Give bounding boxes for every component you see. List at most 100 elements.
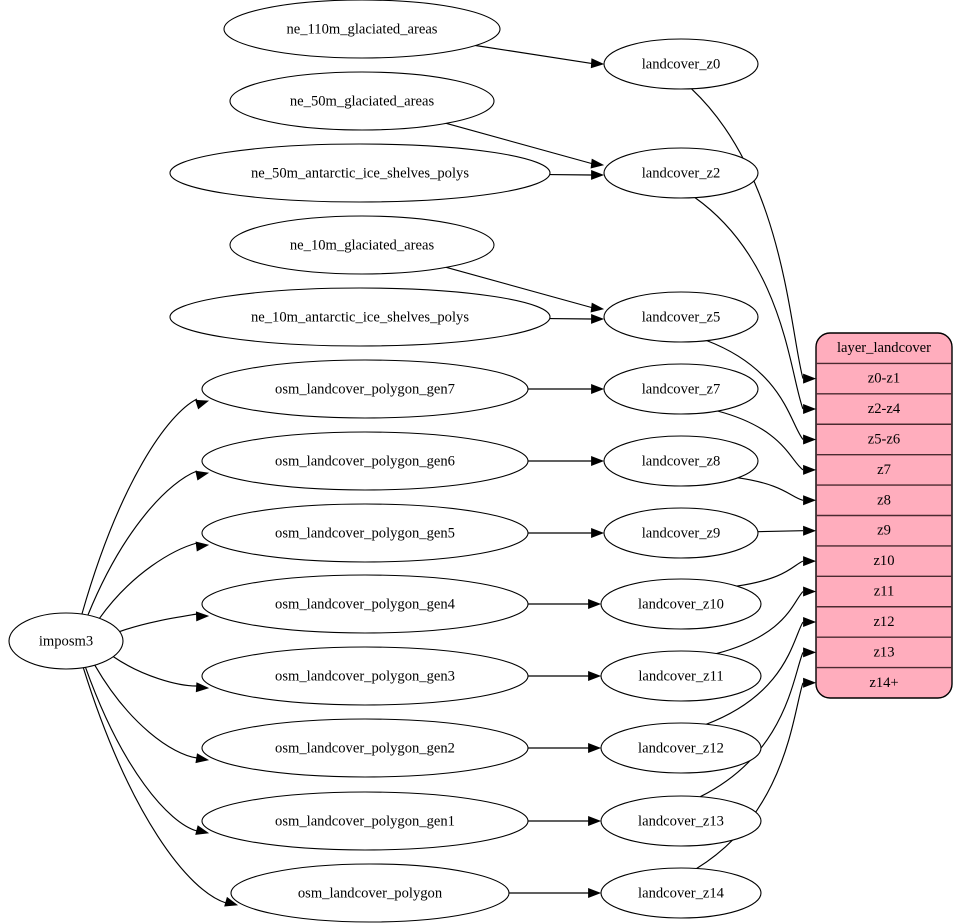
row-label: z11 (874, 584, 895, 600)
node-landcover_z14[interactable]: landcover_z14 (600, 867, 762, 919)
node-landcover_z0[interactable]: landcover_z0 (603, 38, 759, 90)
arrowhead-edge-ne50mglac-to-z2 (590, 158, 605, 169)
edge-landcover_z5-to-row-z5-z6 (706, 340, 804, 440)
row-label: z14+ (869, 675, 898, 691)
node-shape (600, 578, 762, 630)
layer-table-row[interactable]: z9 (816, 516, 952, 546)
node-label: osm_landcover_polygon_gen3 (275, 669, 455, 685)
node-label: ne_10m_antarctic_ice_shelves_polys (251, 310, 469, 326)
node-landcover_z2[interactable]: landcover_z2 (603, 147, 759, 199)
node-osm_landcover_polygon_gen1[interactable]: osm_landcover_polygon_gen1 (201, 791, 529, 851)
node-ne_110m_glaciated_areas[interactable]: ne_110m_glaciated_areas (223, 0, 501, 59)
arrowhead-landcover_z8-row (803, 495, 817, 506)
node-landcover_z7[interactable]: landcover_z7 (603, 363, 759, 415)
arrowhead-edge-osm_landcover_polygon_gen4-to-landcover_z10 (588, 599, 602, 609)
edge-landcover_z2-to-row-z2-z4 (694, 197, 804, 410)
node-label: osm_landcover_polygon_gen1 (275, 814, 455, 830)
node-label: ne_50m_antarctic_ice_shelves_polys (251, 166, 469, 182)
layer-table-row[interactable]: z7 (816, 455, 952, 485)
layer-table-row[interactable]: z12 (816, 607, 952, 637)
node-shape (201, 791, 529, 851)
arrowhead-osm_landcover_polygon (224, 896, 239, 907)
arrowhead-osm_landcover_polygon_gen3 (195, 682, 210, 693)
node-shape (600, 795, 762, 847)
row-label: z9 (877, 523, 891, 539)
arrowhead-osm_landcover_polygon_gen6 (195, 470, 210, 481)
arrowhead-osm_landcover_polygon_gen4 (195, 611, 210, 622)
node-landcover_z12[interactable]: landcover_z12 (600, 722, 762, 774)
edge-landcover_z9-to-row-z9 (757, 530, 804, 533)
layer-table-row[interactable]: z5-z6 (816, 424, 952, 454)
edge-ne110m-to-z0 (475, 44, 592, 64)
node-landcover_z13[interactable]: landcover_z13 (600, 795, 762, 847)
layer-table-row[interactable]: z8 (816, 485, 952, 515)
node-label: osm_landcover_polygon (298, 886, 443, 902)
arrowhead-edge-osm_landcover_polygon_gen2-to-landcover_z12 (588, 743, 602, 753)
arrowhead-edge-osm_landcover_polygon-to-landcover_z14 (588, 888, 602, 898)
layer-table-row[interactable]: z2-z4 (816, 394, 952, 424)
node-shape (603, 507, 759, 559)
node-landcover_z9[interactable]: landcover_z9 (603, 507, 759, 559)
arrowhead-edge-ne10mant-to-z5 (591, 313, 605, 324)
node-osm_landcover_polygon[interactable]: osm_landcover_polygon (230, 863, 510, 923)
edge-landcover_z8-to-row-z8 (738, 477, 804, 501)
node-label: osm_landcover_polygon_gen5 (275, 526, 455, 542)
node-landcover_z5[interactable]: landcover_z5 (603, 291, 759, 343)
row-label: z8 (877, 492, 891, 508)
node-shape (600, 867, 762, 919)
node-shape (230, 863, 510, 923)
node-shape (229, 215, 495, 275)
arrowhead-edge-osm_landcover_polygon_gen1-to-landcover_z13 (588, 816, 602, 826)
node-label: landcover_z2 (642, 166, 721, 182)
node-landcover_z11[interactable]: landcover_z11 (600, 650, 762, 702)
edge-imposm3-to-osm_landcover_polygon_gen4 (119, 613, 198, 633)
node-label: landcover_z0 (642, 57, 721, 73)
node-shape (600, 650, 762, 702)
node-osm_landcover_polygon_gen7[interactable]: osm_landcover_polygon_gen7 (201, 359, 529, 419)
node-landcover_z8[interactable]: landcover_z8 (603, 435, 759, 487)
node-landcover_z10[interactable]: landcover_z10 (600, 578, 762, 630)
node-label: landcover_z10 (638, 597, 724, 613)
edge-landcover_z7-to-row-z7 (717, 410, 804, 471)
node-shape (169, 287, 551, 347)
node-label: landcover_z9 (642, 526, 721, 542)
node-ne_50m_glaciated_areas[interactable]: ne_50m_glaciated_areas (229, 71, 495, 131)
node-label: landcover_z14 (638, 886, 725, 902)
node-imposm3[interactable]: imposm3 (8, 612, 124, 670)
node-ne_50m_antarctic_ice_shelves_polys[interactable]: ne_50m_antarctic_ice_shelves_polys (169, 143, 551, 203)
arrowhead-landcover_z14-row (803, 677, 817, 688)
layer-table-header: layer_landcover (837, 340, 931, 356)
node-label: landcover_z5 (642, 310, 721, 326)
edges-group (81, 44, 817, 907)
edge-landcover_z12-to-row-z12 (705, 621, 804, 725)
node-shape (169, 143, 551, 203)
node-osm_landcover_polygon_gen5[interactable]: osm_landcover_polygon_gen5 (201, 503, 529, 563)
layer-table-row[interactable]: z11 (816, 576, 952, 606)
layer-table-row[interactable]: z14+ (816, 668, 952, 698)
arrowhead-landcover_z7-row (803, 464, 817, 475)
node-label: landcover_z11 (638, 669, 723, 685)
arrowhead-osm_landcover_polygon_gen5 (195, 541, 210, 552)
arrowhead-osm_landcover_polygon_gen2 (195, 753, 210, 764)
node-shape (201, 503, 529, 563)
node-osm_landcover_polygon_gen6[interactable]: osm_landcover_polygon_gen6 (201, 431, 529, 491)
node-shape (201, 431, 529, 491)
arrowhead-landcover_z2-row (803, 404, 817, 415)
layer-table-row[interactable]: z0-z1 (816, 363, 952, 393)
node-osm_landcover_polygon_gen3[interactable]: osm_landcover_polygon_gen3 (201, 646, 529, 706)
layer-table-row[interactable]: z13 (816, 637, 952, 667)
node-osm_landcover_polygon_gen2[interactable]: osm_landcover_polygon_gen2 (201, 718, 529, 778)
node-label: osm_landcover_polygon_gen7 (275, 382, 455, 398)
node-ne_10m_glaciated_areas[interactable]: ne_10m_glaciated_areas (229, 215, 495, 275)
layer-table-row[interactable]: z10 (816, 546, 952, 576)
node-osm_landcover_polygon_gen4[interactable]: osm_landcover_polygon_gen4 (201, 574, 529, 634)
arrowhead-edge-ne10mglac-to-z5 (590, 302, 605, 313)
edge-landcover_z10-to-row-z10 (736, 560, 804, 587)
node-shape (201, 574, 529, 634)
node-label: ne_110m_glaciated_areas (286, 22, 437, 38)
node-ne_10m_antarctic_ice_shelves_polys[interactable]: ne_10m_antarctic_ice_shelves_polys (169, 287, 551, 347)
edge-imposm3-to-osm_landcover_polygon_gen6 (87, 470, 198, 616)
node-shape (201, 718, 529, 778)
